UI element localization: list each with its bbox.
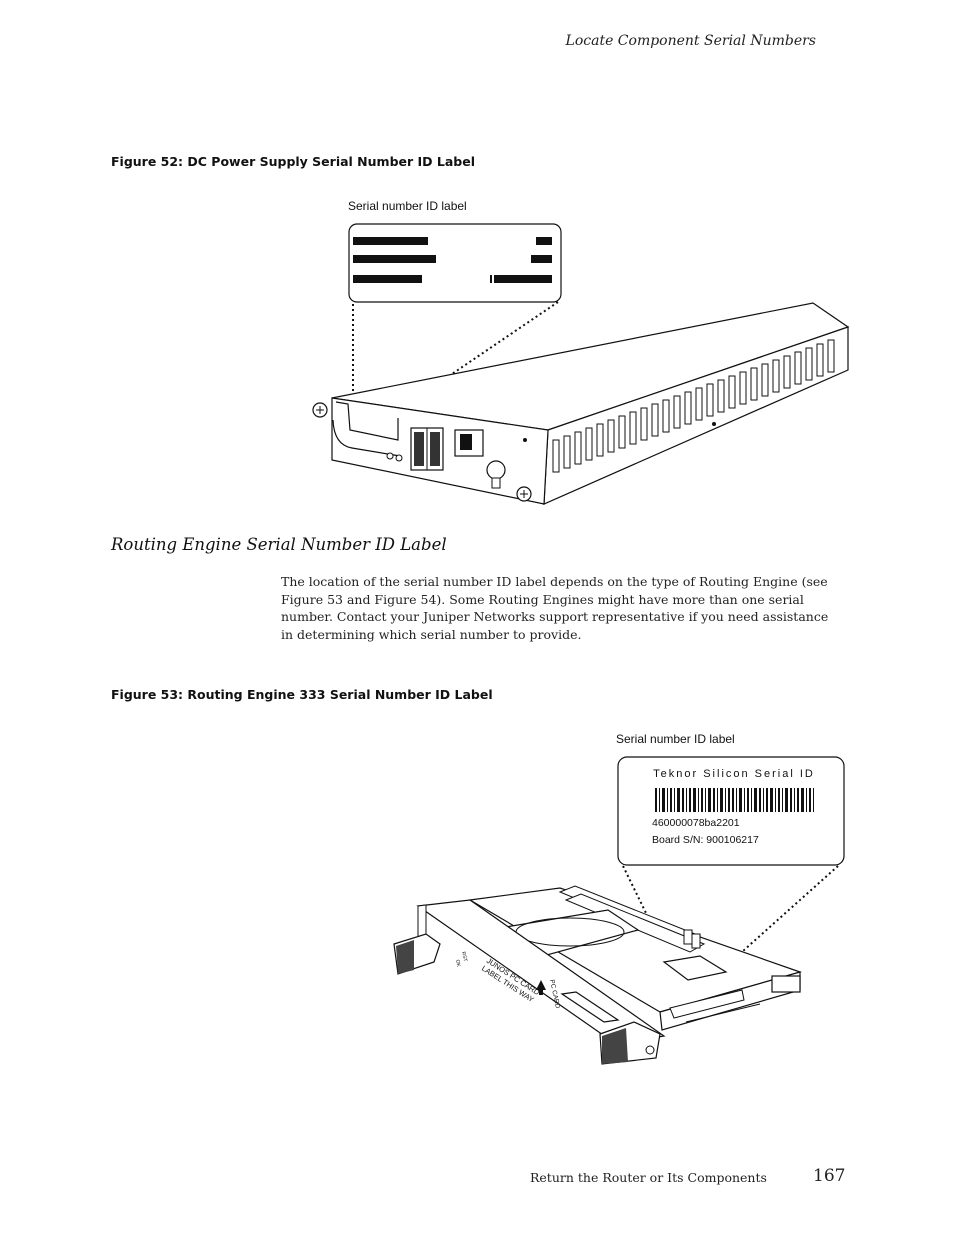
figure-53-callout: Serial number ID label — [616, 732, 735, 746]
figure-52-callout: Serial number ID label — [348, 199, 467, 213]
figure-53-caption: Figure 53: Routing Engine 333 Serial Num… — [111, 687, 493, 702]
ejector-lever-bottom — [599, 1021, 661, 1065]
label-board-sn-text: Board S/N: 900106217 — [652, 834, 759, 846]
label-brand-text: Teknor Silicon Serial ID — [653, 768, 815, 780]
section-heading: Routing Engine Serial Number ID Label — [111, 535, 447, 554]
footer-title: Return the Router or Its Components — [530, 1170, 767, 1185]
panel-text-ok: OK — [454, 959, 462, 968]
routing-engine-illustration: Teknor Silicon Serial ID 460000078ba2201… — [393, 756, 845, 1065]
section-paragraph: The location of the serial number ID lab… — [281, 574, 829, 642]
panel-text-rst: RST — [460, 951, 468, 962]
ejector-lever-top — [393, 933, 441, 975]
page-number: 167 — [813, 1166, 846, 1186]
label-code-text: 460000078ba2201 — [652, 817, 740, 829]
barcode-graphic — [655, 788, 814, 812]
dc-power-supply-illustration — [312, 223, 850, 505]
arrow-up-icon — [536, 980, 546, 990]
running-header: Locate Component Serial Numbers — [565, 33, 816, 49]
figure-52-caption: Figure 52: DC Power Supply Serial Number… — [111, 154, 476, 169]
